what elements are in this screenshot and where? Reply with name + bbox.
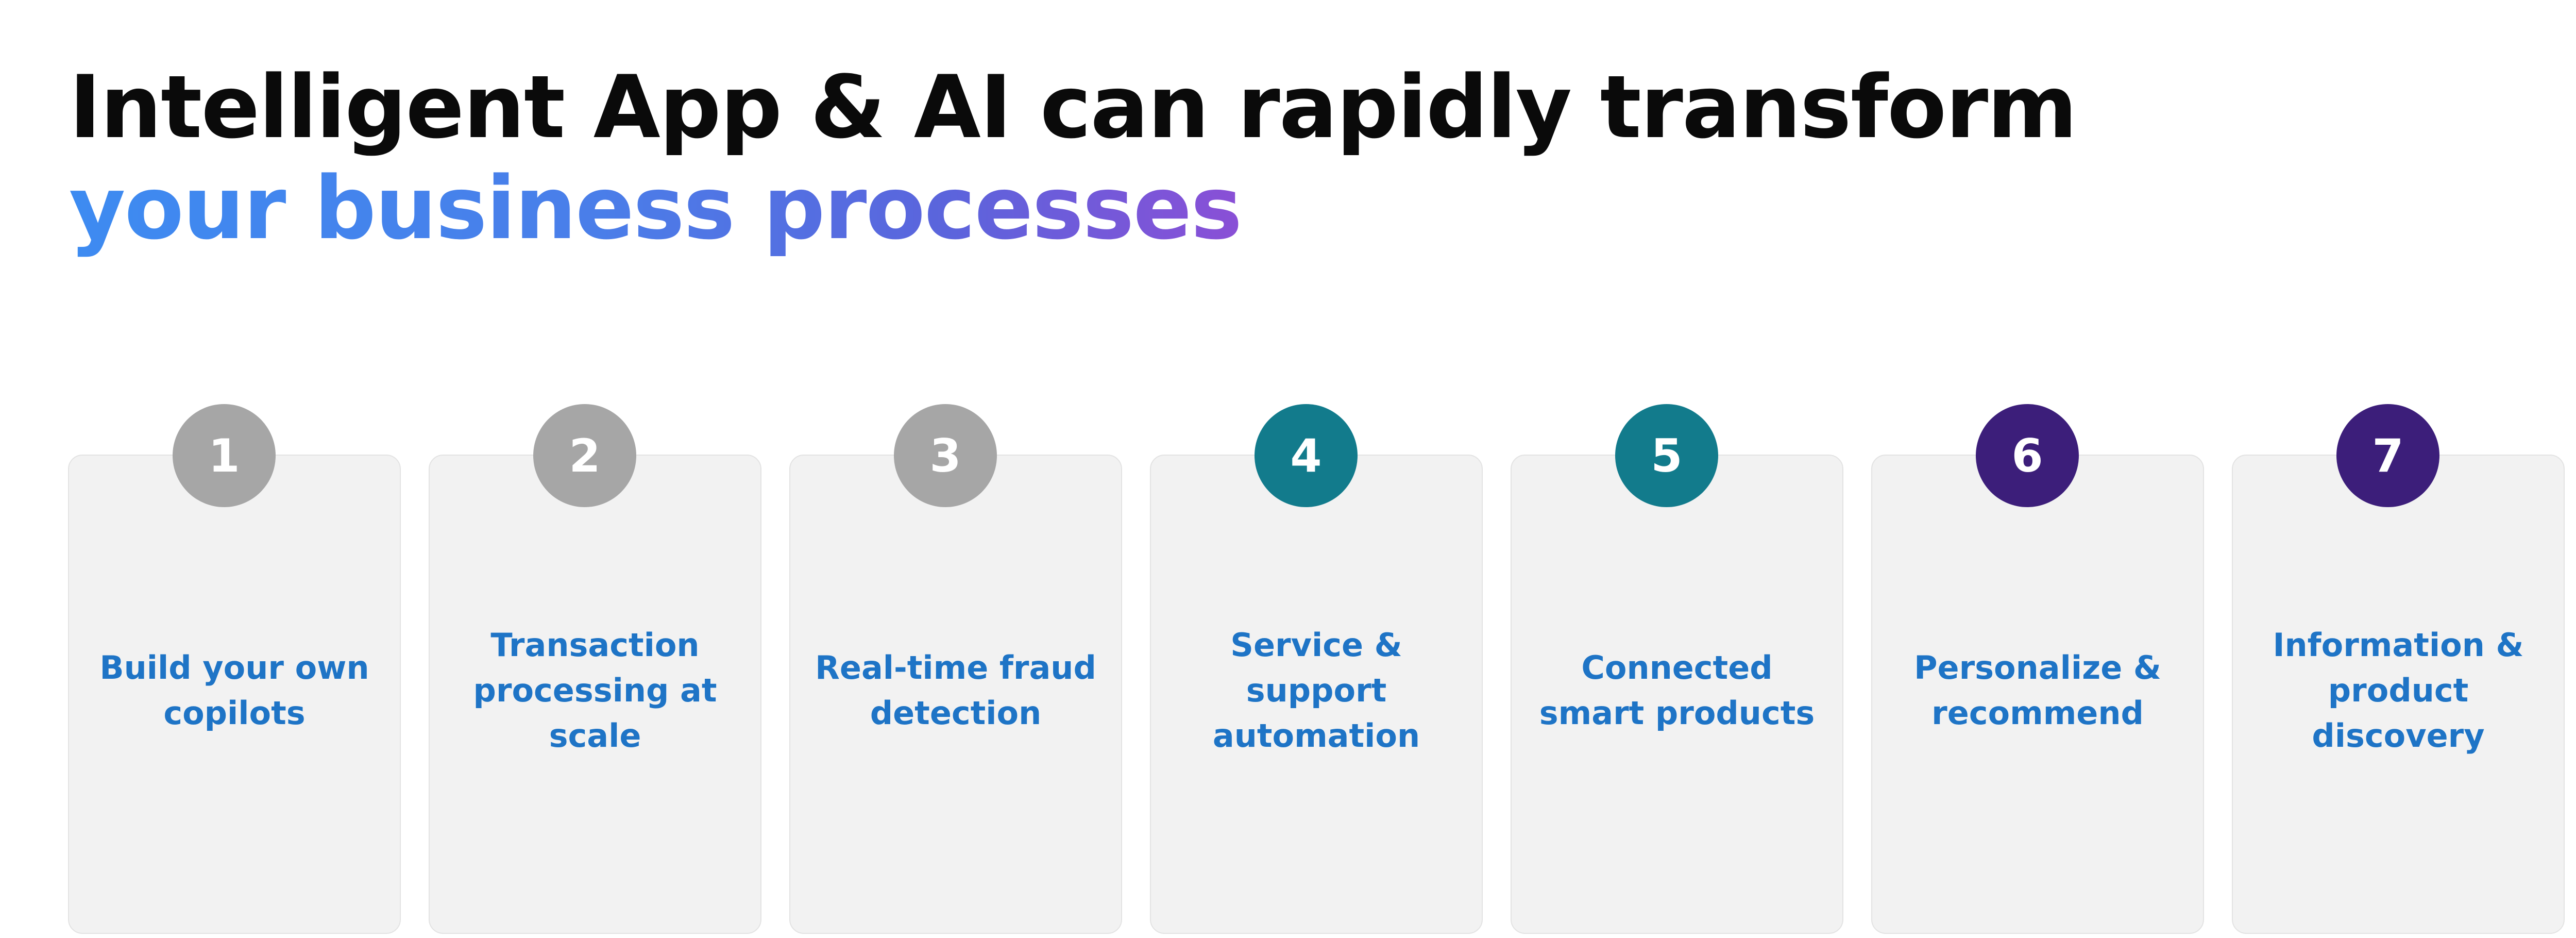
title-line-1: Intelligent App & AI can rapidly transfo… — [69, 57, 2077, 158]
card-label: Transaction processing at scale — [473, 626, 717, 755]
number-badge-6: 6 — [1976, 404, 2079, 507]
card-label: Connected smart products — [1539, 649, 1815, 732]
page-title: Intelligent App & AI can rapidly transfo… — [69, 57, 2077, 259]
card-label: Real-time fraud detection — [815, 649, 1096, 732]
card-6: Personalize & recommend — [1871, 455, 2204, 934]
card-4: Service & support automation — [1150, 455, 1483, 934]
number-badge-1: 1 — [173, 404, 276, 507]
card-7: Information & product discovery — [2232, 455, 2565, 934]
card-label: Build your own copilots — [99, 649, 369, 732]
card-label: Information & product discovery — [2273, 626, 2524, 755]
card-5: Connected smart products — [1511, 455, 1843, 934]
number-badge-3: 3 — [894, 404, 997, 507]
number-badge-7: 7 — [2336, 404, 2439, 507]
card-2: Transaction processing at scale — [429, 455, 761, 934]
title-line-2: your business processes — [69, 158, 1242, 259]
process-cards: Build your own copilots 1 Transaction pr… — [68, 404, 2567, 935]
card-label: Service & support automation — [1212, 626, 1420, 755]
card-3: Real-time fraud detection — [789, 455, 1122, 934]
card-label: Personalize & recommend — [1914, 649, 2161, 732]
number-badge-4: 4 — [1255, 404, 1358, 507]
card-1: Build your own copilots — [68, 455, 401, 934]
number-badge-5: 5 — [1615, 404, 1718, 507]
number-badge-2: 2 — [533, 404, 636, 507]
